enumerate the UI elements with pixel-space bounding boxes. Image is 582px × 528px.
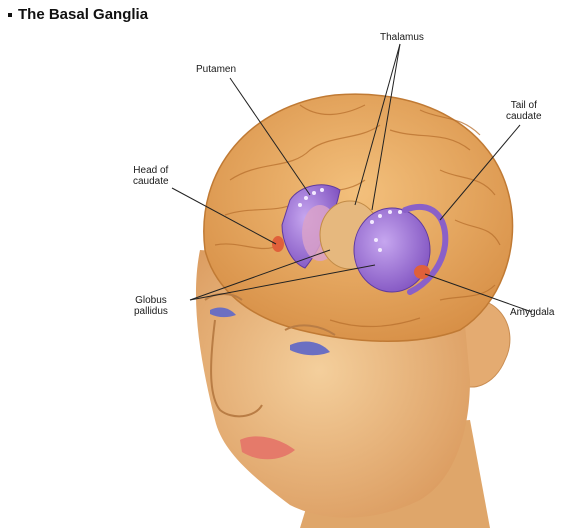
label-globus-pallidus: Globus pallidus [134,295,168,317]
nose [210,319,263,418]
head-of-caudate [272,236,284,252]
label-amygdala: Amygdala [510,307,555,318]
lips [240,436,295,460]
brow-right [284,324,336,336]
tail-of-caudate-line2: caudate [506,111,542,122]
tail-of-caudate [402,203,449,295]
label-putamen: Putamen [196,64,236,75]
globus-pallidus-line2: pallidus [134,306,168,317]
label-head-of-caudate: Head of caudate [133,165,169,187]
head-of-caudate-line2: caudate [133,176,169,187]
tail-of-caudate-line1: Tail of [510,100,537,111]
label-tail-of-caudate: Tail of caudate [506,100,542,122]
diagram-title: The Basal Ganglia [8,6,148,23]
label-thalamus: Thalamus [380,32,424,43]
leader-lines [171,43,533,313]
globus-pallidus-line1: Globus [135,295,167,306]
amygdala [414,265,430,279]
putamen-text: Putamen [196,64,237,75]
putamen-right [353,207,431,293]
title-bullet [8,13,12,18]
left-eye [210,307,236,318]
brain-gyri [214,104,501,328]
right-eye [290,341,330,356]
title-text: The Basal Ganglia [18,6,149,23]
caudate-dots [298,188,402,252]
head-of-caudate-line1: Head of [133,165,169,176]
